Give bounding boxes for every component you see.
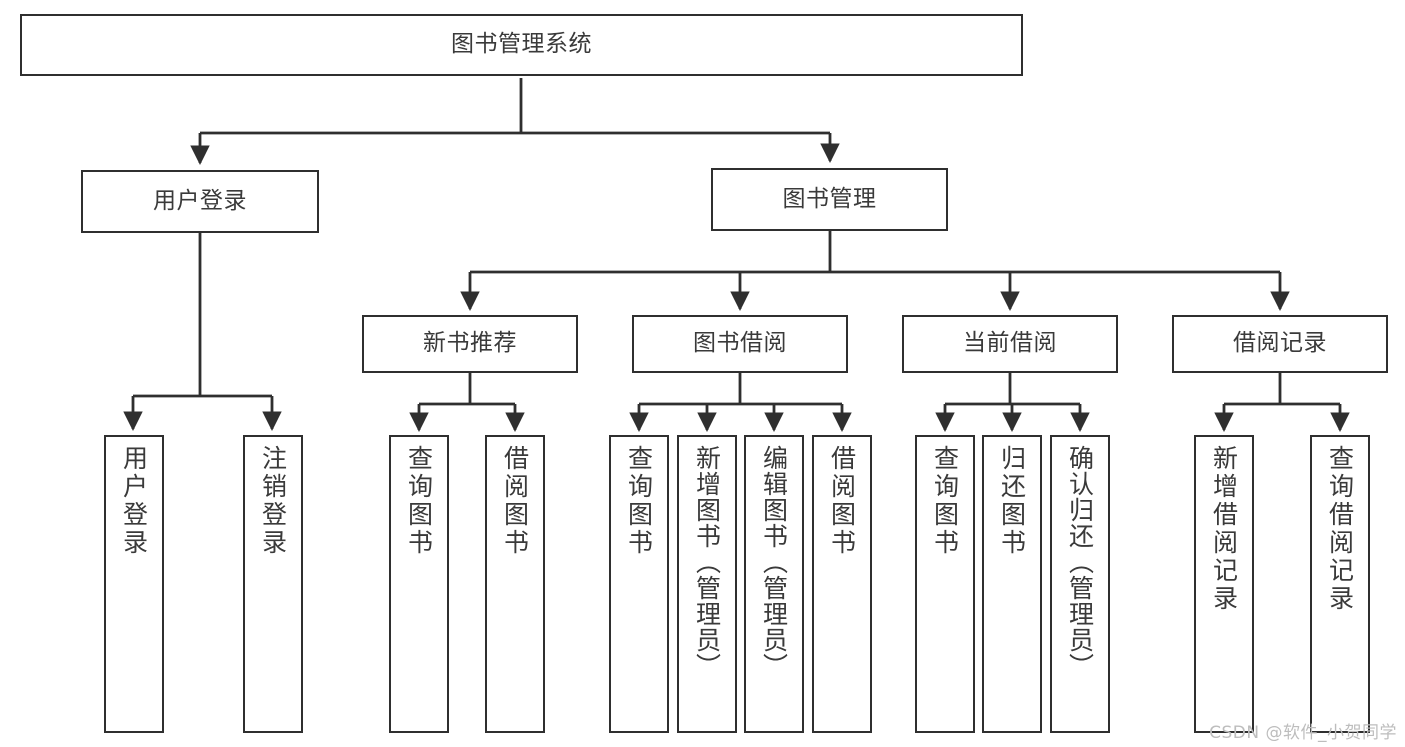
node-label: 用户登录	[119, 445, 149, 557]
node-book-management[interactable]: 图书管理	[711, 168, 948, 231]
node-label: 图书管理系统	[451, 31, 592, 58]
node-borrow-record[interactable]: 借阅记录	[1172, 315, 1388, 373]
node-new-book-recommend[interactable]: 新书推荐	[362, 315, 578, 373]
leaf-logout[interactable]: 注销登录	[243, 435, 303, 733]
leaf-record-query-record[interactable]: 查询借阅记录	[1310, 435, 1370, 733]
leaf-current-confirm-return-admin[interactable]: 确认归还（管理员）	[1050, 435, 1110, 733]
node-label: 借阅图书	[827, 445, 857, 557]
leaf-borrow-borrow-book[interactable]: 借阅图书	[812, 435, 872, 733]
node-label: 新增借阅记录	[1209, 445, 1239, 613]
leaf-borrow-query-book[interactable]: 查询图书	[609, 435, 669, 733]
node-label: 新书推荐	[423, 330, 517, 357]
leaf-current-return-book[interactable]: 归还图书	[982, 435, 1042, 733]
node-label: 借阅记录	[1233, 330, 1327, 357]
node-label: 查询图书	[930, 445, 960, 557]
node-label: 查询图书	[404, 445, 434, 557]
node-book-borrow[interactable]: 图书借阅	[632, 315, 848, 373]
leaf-recommend-borrow-book[interactable]: 借阅图书	[485, 435, 545, 733]
node-label: 归还图书	[997, 445, 1027, 557]
node-label: 查询借阅记录	[1325, 445, 1355, 613]
leaf-record-add-record[interactable]: 新增借阅记录	[1194, 435, 1254, 733]
node-label: 注销登录	[258, 445, 288, 557]
leaf-borrow-edit-book-admin[interactable]: 编辑图书（管理员）	[744, 435, 804, 733]
node-label: 确认归还（管理员）	[1065, 445, 1095, 679]
node-user-login[interactable]: 用户登录	[81, 170, 319, 233]
node-label: 图书借阅	[693, 330, 787, 357]
node-current-borrow[interactable]: 当前借阅	[902, 315, 1118, 373]
node-label: 查询图书	[624, 445, 654, 557]
node-label: 用户登录	[153, 187, 247, 214]
leaf-current-query-book[interactable]: 查询图书	[915, 435, 975, 733]
node-root-system[interactable]: 图书管理系统	[20, 14, 1023, 76]
node-label: 图书管理	[782, 185, 877, 212]
leaf-user-login[interactable]: 用户登录	[104, 435, 164, 733]
watermark: CSDN @软件_小贺同学	[1209, 723, 1397, 743]
node-label: 编辑图书（管理员）	[759, 445, 789, 679]
node-label: 借阅图书	[500, 445, 530, 557]
node-label: 当前借阅	[963, 330, 1057, 357]
leaf-borrow-add-book-admin[interactable]: 新增图书（管理员）	[677, 435, 737, 733]
leaf-recommend-query-book[interactable]: 查询图书	[389, 435, 449, 733]
node-label: 新增图书（管理员）	[692, 445, 722, 679]
